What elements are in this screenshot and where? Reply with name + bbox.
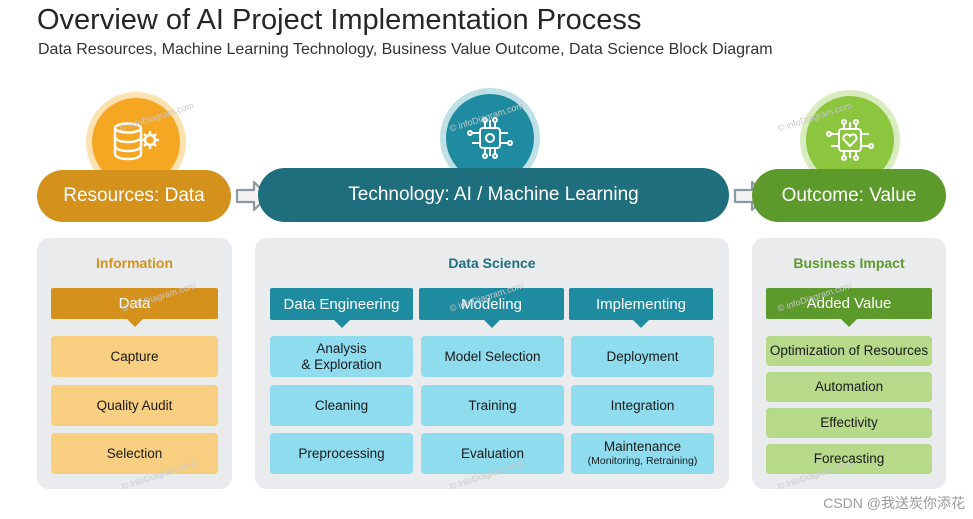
analysis-exploration-label: Analysis & Exploration [301, 340, 382, 372]
circuit-brain-icon [467, 117, 513, 159]
business-title: Business Impact [793, 255, 905, 271]
resources-stage-label: Resources: Data [63, 185, 205, 206]
business-item: Automation [766, 372, 932, 402]
business-header: Added Value [766, 288, 932, 327]
data-engineering-header: Data Engineering [270, 288, 413, 328]
modeling-item: Model Selection [421, 336, 564, 377]
information-header: Data [51, 288, 218, 327]
maintenance-label: Maintenance [603, 439, 682, 454]
implementing-header-label: Implementing [595, 295, 687, 313]
information-item: Quality Audit [51, 385, 218, 426]
modeling-header: Modeling [419, 288, 564, 328]
business-item: Optimization of Resources [766, 336, 932, 366]
circuit-heart-icon [826, 119, 874, 161]
information-header-label: Data [118, 295, 151, 312]
technology-icon-circle [446, 94, 534, 182]
data-engineering-item: Cleaning [270, 385, 413, 426]
information-item: Capture [51, 336, 218, 377]
data-science-title: Data Science [448, 255, 536, 271]
technology-stage-pill: Technology: AI / Machine Learning [258, 168, 729, 222]
information-item: Selection [51, 433, 218, 474]
outcome-stage-pill: Outcome: Value [752, 169, 946, 222]
maintenance-note: (Monitoring, Retraining) [587, 455, 698, 467]
business-item: Effectivity [766, 408, 932, 438]
page-title: Overview of AI Project Implementation Pr… [37, 4, 642, 36]
modeling-header-label: Modeling [461, 295, 522, 313]
implementing-item: Deployment [571, 336, 714, 377]
business-header-label: Added Value [806, 295, 892, 312]
outcome-stage-label: Outcome: Value [781, 184, 917, 206]
technology-stage-label: Technology: AI / Machine Learning [348, 184, 639, 205]
credit-watermark: CSDN @我送炭你添花 [823, 495, 965, 511]
information-title: Information [96, 255, 173, 271]
data-engineering-item: Preprocessing [270, 433, 413, 474]
modeling-item: Evaluation [421, 433, 564, 474]
modeling-item: Training [421, 385, 564, 426]
database-gear-icon [113, 122, 159, 161]
implementing-item: Integration [571, 385, 714, 426]
data-engineering-header-label: Data Engineering [283, 295, 400, 313]
implementing-header: Implementing [569, 288, 713, 328]
implementing-item: Maintenance (Monitoring, Retraining) [571, 433, 714, 474]
resources-stage-pill: Resources: Data [37, 170, 231, 222]
data-engineering-item: Analysis & Exploration [270, 336, 413, 377]
page-subtitle: Data Resources, Machine Learning Technol… [38, 41, 773, 58]
business-item: Forecasting [766, 444, 932, 474]
